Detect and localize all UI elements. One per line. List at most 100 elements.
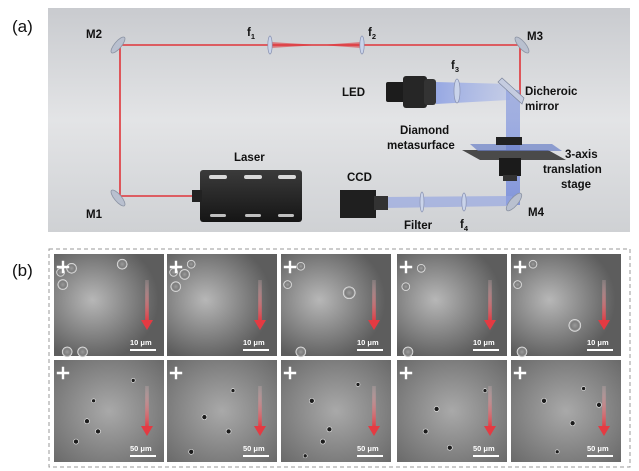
cell — [295, 346, 307, 358]
cell — [57, 279, 69, 290]
particle — [326, 426, 333, 433]
cell — [61, 346, 73, 358]
label-m3: M3 — [527, 31, 543, 43]
particle — [130, 378, 136, 383]
lens-f3 — [453, 78, 461, 104]
particle — [201, 414, 208, 420]
label-f2: f2 — [368, 27, 376, 41]
scale-bar — [243, 349, 269, 351]
label-m2: M2 — [86, 29, 102, 41]
particle — [581, 386, 586, 391]
cell — [186, 259, 196, 269]
label-stage-3: stage — [561, 179, 591, 191]
mirror-m1 — [110, 189, 126, 207]
laser-source — [192, 170, 302, 222]
label-m4: M4 — [528, 207, 545, 219]
scale-bar-label: 50 μm — [357, 444, 379, 453]
cell — [296, 261, 306, 271]
cell — [528, 259, 538, 269]
cell — [568, 319, 582, 332]
plus-marker — [283, 366, 297, 380]
particle — [596, 402, 602, 408]
image-frame: 10 μm — [281, 254, 391, 358]
label-dichroic-1: Dicheroic — [525, 86, 578, 98]
image-frame: 10 μm — [54, 254, 164, 358]
image-frame: 50 μm — [281, 360, 391, 462]
scale-bar — [130, 455, 156, 457]
scale-bar — [357, 349, 383, 351]
scale-bar-label: 10 μm — [243, 338, 265, 347]
plus-marker — [513, 366, 527, 380]
dichroic-mirror — [497, 77, 525, 105]
cell — [116, 258, 128, 270]
mirror-m3 — [514, 36, 530, 54]
scale-bar — [243, 455, 269, 457]
particle — [308, 397, 315, 404]
red-arrow — [145, 280, 149, 321]
plus-marker — [169, 260, 183, 274]
label-laser: Laser — [234, 152, 265, 164]
cell — [77, 346, 88, 358]
label-filter: Filter — [404, 220, 433, 232]
particle — [554, 449, 560, 455]
red-arrow-head — [598, 320, 610, 330]
panel-a-label: (a) — [12, 17, 33, 36]
led-source — [386, 76, 436, 108]
mirror-m4 — [505, 192, 523, 212]
red-arrow-head — [484, 426, 496, 436]
particle — [433, 406, 440, 412]
red-arrow-head — [254, 426, 266, 436]
particle — [91, 398, 96, 404]
image-frame: 10 μm — [511, 254, 621, 358]
beam-focus — [270, 42, 320, 48]
cell — [402, 346, 414, 358]
panel-b-label: (b) — [12, 261, 33, 280]
red-arrow — [602, 386, 606, 427]
particle — [569, 420, 576, 427]
lens-f4 — [461, 192, 467, 212]
label-f1: f1 — [247, 27, 255, 41]
particle — [230, 388, 236, 393]
image-frame: 10 μm — [167, 254, 277, 356]
label-dichroic-2: mirror — [525, 101, 559, 113]
red-arrow-head — [484, 320, 496, 330]
red-arrow — [372, 386, 376, 427]
red-arrow — [258, 280, 262, 321]
red-arrow — [488, 386, 492, 427]
red-arrow — [602, 280, 606, 321]
lens-f2 — [359, 35, 365, 55]
cell — [179, 269, 190, 280]
label-m1: M1 — [86, 209, 103, 221]
beam-focus — [320, 42, 362, 48]
image-frame: 50 μm — [54, 360, 164, 462]
image-frame: 10 μm — [397, 254, 507, 358]
cell — [513, 280, 522, 289]
particle — [446, 444, 453, 451]
particle — [95, 428, 101, 435]
red-arrow — [258, 386, 262, 427]
particle — [319, 438, 326, 445]
label-ccd: CCD — [347, 172, 372, 184]
translation-stage — [462, 137, 566, 181]
scale-bar — [587, 349, 613, 351]
cell — [66, 262, 77, 274]
red-arrow-head — [141, 426, 153, 436]
plus-marker — [56, 260, 70, 274]
particle — [84, 418, 90, 425]
cell — [416, 263, 426, 273]
cell — [401, 282, 411, 291]
label-f3: f3 — [451, 60, 459, 74]
scale-bar-label: 50 μm — [473, 444, 495, 453]
scale-bar-label: 10 μm — [357, 338, 379, 347]
image-frame: 50 μm — [397, 360, 507, 462]
scale-bar-label: 50 μm — [587, 444, 609, 453]
red-arrow — [372, 280, 376, 321]
red-arrow-head — [368, 320, 380, 330]
red-arrow — [488, 280, 492, 321]
particle — [541, 397, 547, 404]
particle — [355, 382, 361, 387]
label-f4: f4 — [460, 219, 469, 233]
red-arrow-head — [254, 320, 266, 330]
